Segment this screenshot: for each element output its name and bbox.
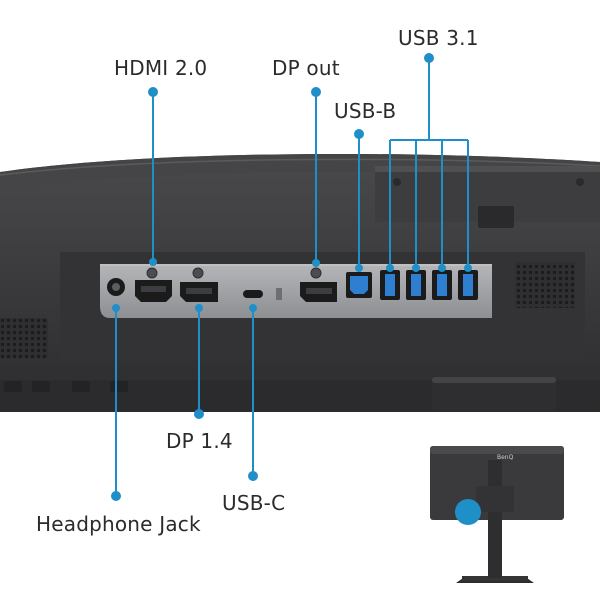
usbc-port [243,290,263,298]
dp-out-label: DP out [272,56,340,80]
callout-lines [111,53,472,501]
io-panel [100,264,492,318]
dp14-port [180,282,218,302]
inset-brand-logo: BenQ [497,454,514,461]
monitor-rear-inset: BenQ [430,446,564,583]
usb31-port [432,270,452,300]
hdmi-label: HDMI 2.0 [114,56,208,80]
usb-c-label: USB-C [222,491,286,515]
usb31-port [406,270,426,300]
dp-out-port [300,282,337,302]
dp-14-label: DP 1.4 [166,429,233,453]
usb31-ports [380,270,478,300]
usb-31-label: USB 3.1 [398,26,479,50]
menu-buttons [4,381,128,392]
usbb-port [346,272,372,298]
headphone-jack-label: Headphone Jack [36,512,201,536]
usb31-port [380,270,400,300]
hdmi-port [135,280,172,302]
usb-b-label: USB-B [334,99,397,123]
usb31-port [458,270,478,300]
headphone-jack-port [107,278,125,296]
